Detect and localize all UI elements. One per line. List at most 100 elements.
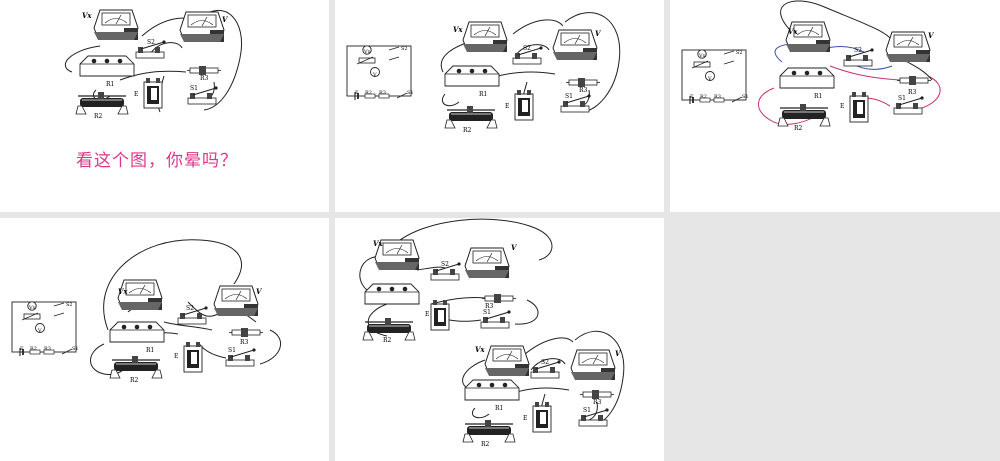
label-s2-2: S2 (541, 359, 549, 366)
label-v-2: V (615, 349, 622, 358)
slide-6-empty[interactable] (670, 218, 1000, 461)
label-s1: S1 (565, 93, 573, 100)
resistor-r3-icon (565, 77, 601, 88)
schematic-label-r3: R3 (379, 90, 386, 96)
slide-2[interactable]: Vx V S2 E R2 R3 S1 Vx V S2 R1 R3 E S1 (335, 0, 664, 212)
resistor-r3-icon-2 (579, 389, 615, 400)
circuit-diagram-3: Vx V S2 E R2 R3 S1 Vx V S2 R1 R3 E (681, 0, 941, 132)
schematic-label-v: V (707, 76, 712, 82)
battery-e-icon (849, 91, 869, 123)
voltmeter-vx-icon (93, 9, 139, 41)
label-v: V (256, 287, 263, 296)
voltmeter-v-icon (213, 285, 259, 317)
label-r2: R2 (130, 377, 139, 384)
voltmeter-v-icon (179, 11, 225, 43)
schematic-label-r3: R3 (44, 346, 51, 352)
schematic-label-s1: S1 (407, 90, 414, 96)
resistance-box-r1-icon (364, 283, 420, 305)
resistance-box-r1-icon (109, 321, 165, 343)
label-e: E (840, 103, 844, 110)
label-s1: S1 (228, 347, 236, 354)
slide-5[interactable]: Vx V S2 R3 E S1 R2 Vx V S2 R1 R3 E S (335, 218, 664, 461)
rheostat-r2-icon (109, 355, 163, 379)
schematic-label-vx: Vx (698, 53, 706, 59)
label-r3: R3 (200, 75, 209, 82)
resistance-box-r1-icon (779, 67, 835, 89)
schematic-label-e: E (690, 94, 694, 100)
label-r2: R2 (463, 127, 472, 134)
slide-4[interactable]: Vx V S2 E R2 R3 S1 Vx V S2 R1 R3 E (0, 218, 329, 461)
label-vx: Vx (453, 25, 463, 34)
circuit-diagram-5: Vx V S2 R3 E S1 R2 Vx V S2 R1 R3 E S (359, 218, 625, 448)
label-e: E (174, 353, 178, 360)
label-s1: S1 (190, 85, 198, 92)
voltmeter-v-icon (885, 31, 931, 63)
schematic-label-s2: S2 (401, 46, 408, 52)
label-r3: R3 (485, 303, 494, 310)
label-s2: S2 (147, 39, 155, 46)
rheostat-r2-icon (75, 91, 129, 115)
battery-e-icon (514, 89, 534, 121)
slide-3[interactable]: Vx V S2 E R2 R3 S1 Vx V S2 R1 R3 E (670, 0, 1000, 212)
voltmeter-vx-icon-2 (484, 345, 530, 377)
battery-e-icon (430, 299, 450, 331)
label-s2: S2 (523, 45, 531, 52)
label-r2: R2 (794, 125, 803, 132)
label-v: V (928, 31, 935, 40)
caption-text: 看这个图，你晕吗？ (76, 151, 238, 171)
rheostat-r2-icon (777, 103, 831, 127)
label-r1: R1 (106, 81, 114, 88)
schematic-label-v: V (37, 328, 42, 334)
voltmeter-vx-icon (462, 21, 508, 53)
label-e: E (425, 311, 429, 318)
label-v: V (511, 243, 518, 252)
label-r1: R1 (479, 91, 487, 98)
label-vx: Vx (373, 239, 383, 248)
voltmeter-v-icon (552, 29, 598, 61)
circuit-diagram-4: Vx V S2 E R2 R3 S1 Vx V S2 R1 R3 E (11, 239, 282, 384)
label-s2: S2 (441, 261, 449, 268)
label-e-2: E (523, 415, 527, 422)
label-e: E (134, 91, 138, 98)
schematic-label-vx: Vx (28, 305, 36, 311)
label-s1-2: S1 (583, 407, 591, 414)
schematic-label-r2: R2 (365, 90, 372, 96)
schematic-label-s2: S2 (736, 50, 743, 56)
label-r3: R3 (908, 89, 917, 96)
label-r2: R2 (94, 113, 103, 120)
schematic-label-s2: S2 (66, 302, 73, 308)
schematic-label-e: E (355, 90, 359, 96)
resistor-r3-icon (186, 65, 222, 76)
resistor-r3-icon (228, 327, 264, 338)
resistance-box-r1-icon (79, 55, 135, 77)
rheostat-r2-icon-2 (462, 419, 516, 443)
label-s1: S1 (483, 309, 491, 316)
battery-e-icon (143, 77, 163, 109)
circuit-diagram-1: Vx V S2 R1 R3 E S1 R2 (64, 9, 242, 120)
label-vx: Vx (82, 11, 92, 20)
schematic-label-s1: S1 (742, 94, 749, 100)
label-s2: S2 (186, 305, 194, 312)
schematic-label-e: E (20, 346, 24, 352)
label-r2-2: R2 (481, 441, 490, 448)
label-v: V (222, 15, 229, 24)
resistance-box-r1-icon (444, 65, 500, 87)
slide-1[interactable]: Vx V S2 R1 R3 E S1 R2 看这个图，你晕吗？ (0, 0, 329, 212)
resistor-r3-icon (896, 75, 932, 86)
battery-e-icon (183, 341, 203, 373)
label-vx-2: Vx (475, 345, 485, 354)
label-r3-2: R3 (593, 399, 602, 406)
schematic-label-r2: R2 (30, 346, 37, 352)
schematic-label-v: V (372, 72, 377, 78)
label-r1-2: R1 (495, 405, 503, 412)
circuit-diagram-2: Vx V S2 E R2 R3 S1 Vx V S2 R1 R3 E S1 (346, 12, 621, 134)
voltmeter-v-icon (464, 247, 510, 279)
label-vx: Vx (788, 27, 798, 36)
schematic-label-r2: R2 (700, 94, 707, 100)
label-e: E (505, 103, 509, 110)
voltmeter-v-icon-2 (570, 349, 616, 381)
label-r1: R1 (814, 93, 822, 100)
label-r2: R2 (383, 337, 392, 344)
label-s2: S2 (854, 47, 862, 54)
schematic-label-vx: Vx (363, 49, 371, 55)
